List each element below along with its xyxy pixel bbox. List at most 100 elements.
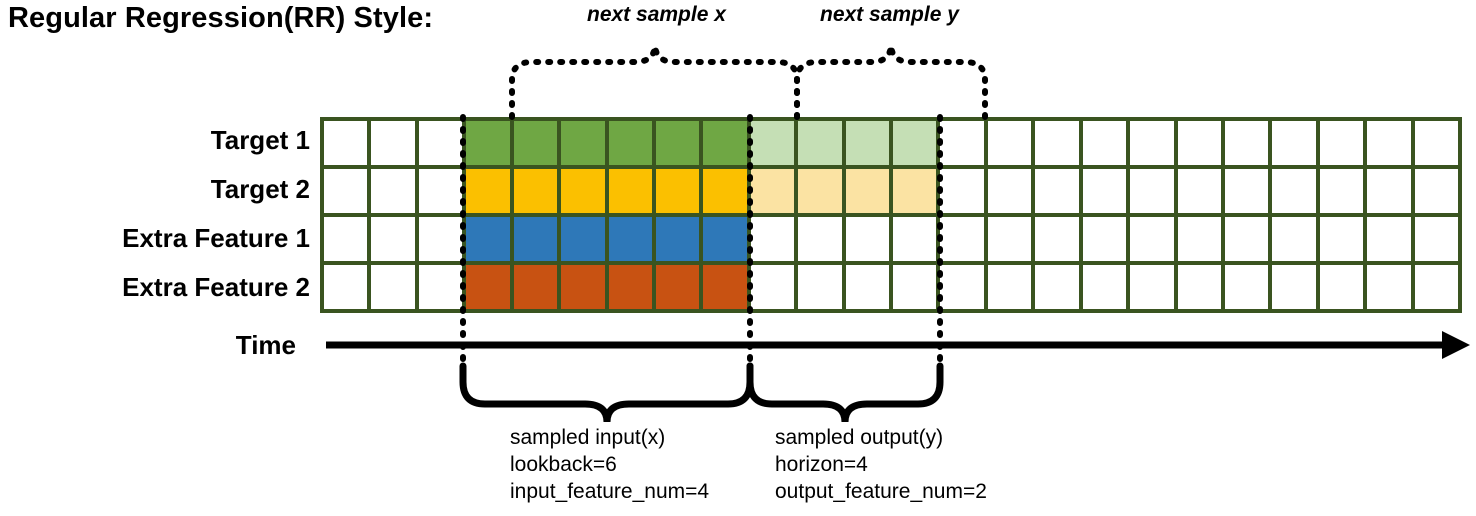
grid-cell-r3-c19	[1177, 217, 1221, 261]
grid-cell-r4-c18	[1130, 265, 1174, 309]
row-label-extra-feature-2: Extra Feature 2	[122, 272, 310, 302]
grid-cell-r1-c9	[703, 121, 747, 165]
sampled-output-title: sampled output(y)	[775, 426, 944, 449]
grid-cell-r1-c4	[466, 121, 510, 165]
grid-cell-r1-c10	[750, 121, 795, 165]
grid-cell-r2-c3	[418, 169, 463, 213]
grid-cell-r2-c7	[608, 169, 652, 213]
sampled-output-caption: sampled output(y) horizon=4 output_featu…	[775, 424, 987, 505]
grid-cell-r4-c2	[371, 265, 415, 309]
grid-cell-r1-c1	[324, 121, 368, 165]
grid-cell-r1-c14	[940, 121, 984, 165]
grid-cell-r4-c9	[703, 265, 747, 309]
next-sample-x-bracket	[509, 41, 800, 120]
grid-cell-r1-c18	[1130, 121, 1174, 165]
grid-cell-r1-c2	[371, 121, 415, 165]
grid-cell-r1-c15	[987, 121, 1032, 165]
grid-cell-r2-c11	[798, 169, 842, 213]
grid-cell-r3-c10	[750, 217, 795, 261]
grid-cell-r3-c20	[1224, 217, 1269, 261]
grid-cell-r4-c23	[1367, 265, 1411, 309]
grid-cell-r1-c5	[513, 121, 558, 165]
grid-cell-r2-c2	[371, 169, 415, 213]
grid-cell-r3-c11	[798, 217, 842, 261]
grid-cell-r4-c12	[845, 265, 889, 309]
grid-cell-r4-c1	[324, 265, 368, 309]
grid-cell-r3-c1	[324, 217, 368, 261]
grid-cell-r1-c21	[1272, 121, 1316, 165]
timeseries-grid	[320, 117, 1462, 313]
grid-cell-r4-c11	[798, 265, 842, 309]
grid-cell-r1-c12	[845, 121, 889, 165]
sampled-input-lookback: lookback=6	[510, 453, 617, 476]
row-label-target-2: Target 2	[210, 174, 310, 204]
grid-cell-r2-c8	[655, 169, 700, 213]
grid-cell-r1-c17	[1082, 121, 1127, 165]
grid-cell-r2-c20	[1224, 169, 1269, 213]
grid-cell-r4-c8	[655, 265, 700, 309]
grid-cell-r2-c23	[1367, 169, 1411, 213]
next-sample-y-bracket	[794, 41, 988, 120]
grid-cell-r4-c4	[466, 265, 510, 309]
grid-cell-r3-c14	[940, 217, 984, 261]
grid-cell-r2-c21	[1272, 169, 1316, 213]
grid-cell-r4-c20	[1224, 265, 1269, 309]
grid-cell-r4-c13	[893, 265, 937, 309]
grid-cell-r3-c2	[371, 217, 415, 261]
grid-cell-r4-c17	[1082, 265, 1127, 309]
grid-cell-r1-c7	[608, 121, 652, 165]
sampled-output-horizon: horizon=4	[775, 453, 868, 476]
grid-cell-r3-c23	[1367, 217, 1411, 261]
time-axis-arrow	[326, 331, 1470, 359]
grid-cell-r1-c11	[798, 121, 842, 165]
grid-cell-r3-c15	[987, 217, 1032, 261]
grid-cell-r2-c22	[1319, 169, 1364, 213]
grid-cell-r1-c6	[561, 121, 605, 165]
sampled-output-feature-num: output_feature_num=2	[775, 480, 987, 503]
row-label-column: Target 1 Target 2 Extra Feature 1 Extra …	[0, 117, 310, 313]
grid-cell-r4-c16	[1035, 265, 1079, 309]
grid-cell-r1-c13	[893, 121, 937, 165]
grid-cell-r2-c24	[1414, 169, 1458, 213]
grid-cell-r4-c10	[750, 265, 795, 309]
grid-cell-r2-c13	[893, 169, 937, 213]
grid-cell-r2-c14	[940, 169, 984, 213]
grid-cell-r3-c4	[466, 217, 510, 261]
grid-cell-r2-c1	[324, 169, 368, 213]
grid-cell-r3-c24	[1414, 217, 1458, 261]
grid-cell-r2-c6	[561, 169, 605, 213]
grid-cell-r3-c18	[1130, 217, 1174, 261]
grid-cell-r2-c19	[1177, 169, 1221, 213]
grid-cell-r2-c16	[1035, 169, 1079, 213]
grid-cell-r4-c21	[1272, 265, 1316, 309]
grid-cell-r2-c4	[466, 169, 510, 213]
grid-cell-r2-c17	[1082, 169, 1127, 213]
grid-cell-r4-c6	[561, 265, 605, 309]
page-title: Regular Regression(RR) Style:	[8, 2, 434, 34]
next-sample-y-label: next sample y	[820, 3, 959, 26]
grid-cell-r2-c18	[1130, 169, 1174, 213]
grid-cell-r4-c19	[1177, 265, 1221, 309]
grid-cell-r4-c5	[513, 265, 558, 309]
grid-cell-r2-c10	[750, 169, 795, 213]
grid-cell-r3-c9	[703, 217, 747, 261]
grid-cell-r4-c14	[940, 265, 984, 309]
grid-cell-r2-c12	[845, 169, 889, 213]
time-axis-label: Time	[235, 330, 296, 360]
grid-cell-r3-c5	[513, 217, 558, 261]
grid-cell-r2-c15	[987, 169, 1032, 213]
next-sample-x-label: next sample x	[587, 3, 726, 26]
grid-cell-r3-c13	[893, 217, 937, 261]
grid-cell-r4-c7	[608, 265, 652, 309]
grid-cell-r3-c22	[1319, 217, 1364, 261]
grid-cell-r3-c6	[561, 217, 605, 261]
grid-cell-r1-c19	[1177, 121, 1221, 165]
grid-cell-r3-c12	[845, 217, 889, 261]
sampled-input-caption: sampled input(x) lookback=6 input_featur…	[510, 424, 709, 505]
grid-cell-r3-c8	[655, 217, 700, 261]
grid-cell-r3-c16	[1035, 217, 1079, 261]
sampled-output-brace	[746, 362, 944, 423]
grid-cell-r3-c7	[608, 217, 652, 261]
sampled-input-title: sampled input(x)	[510, 426, 666, 449]
